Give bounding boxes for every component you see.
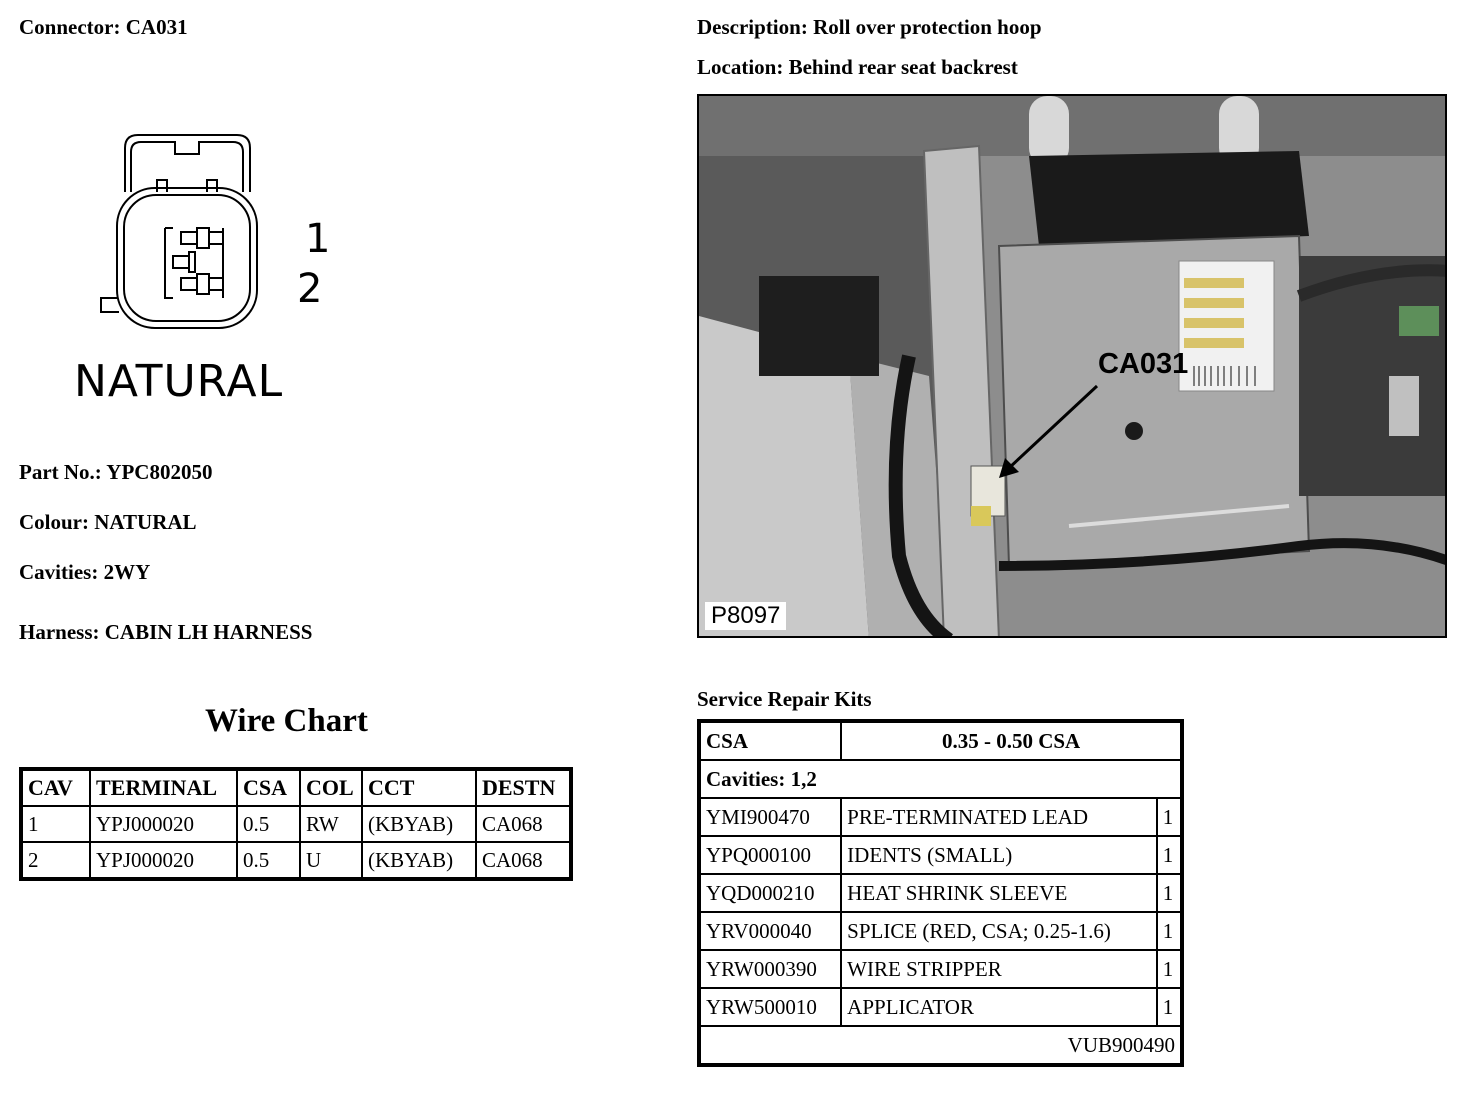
description-field: Description: Roll over protection hoop — [697, 15, 1042, 40]
kit-description: PRE-TERMINATED LEAD — [840, 797, 1158, 837]
kit-part-number: YRW500010 — [697, 987, 843, 1027]
cell-col: RW — [299, 805, 363, 843]
harness-value: CABIN LH HARNESS — [104, 620, 313, 644]
kit-part-number: YQD000210 — [697, 873, 843, 913]
cell-destn: CA068 — [475, 841, 572, 880]
kits-csa-row: CSA 0.35 - 0.50 CSA — [697, 720, 1183, 761]
header-cct: CCT — [361, 768, 477, 807]
kit-quantity: 1 — [1155, 873, 1184, 913]
kits-csa-label: CSA — [697, 720, 843, 761]
kit-quantity: 1 — [1155, 797, 1184, 837]
table-row: YQD000210 HEAT SHRINK SLEEVE 1 — [697, 873, 1184, 913]
table-row: YRV000040 SPLICE (RED, CSA; 0.25-1.6) 1 — [697, 911, 1184, 951]
connector-label: Connector: — [19, 15, 121, 39]
wire-chart-table: CAV TERMINAL CSA COL CCT DESTN 1 YPJ0000… — [19, 767, 573, 881]
cell-csa: 0.5 — [236, 805, 301, 843]
service-repair-kits-table: CSA 0.35 - 0.50 CSA Cavities: 1,2 YMI900… — [697, 719, 1184, 1067]
header-destn: DESTN — [475, 768, 572, 807]
colour-field: Colour: NATURAL — [19, 510, 197, 535]
location-photo: CA031 P8097 — [697, 94, 1447, 638]
description-label: Description: — [697, 15, 808, 39]
table-row: 1 YPJ000020 0.5 RW (KBYAB) CA068 — [20, 805, 572, 843]
harness-label: Harness: — [19, 620, 100, 644]
kit-quantity: 1 — [1155, 987, 1184, 1027]
service-repair-kits-title: Service Repair Kits — [697, 687, 872, 711]
cell-destn: CA068 — [475, 805, 572, 843]
header-terminal: TERMINAL — [89, 768, 238, 807]
colour-value: NATURAL — [94, 510, 197, 534]
cell-csa: 0.5 — [236, 841, 301, 880]
kit-number: VUB900490 — [698, 1025, 1183, 1066]
kits-cavities-row: Cavities: 1,2 — [698, 759, 1183, 799]
cell-cav: 2 — [20, 841, 91, 880]
cell-col: U — [299, 841, 363, 880]
location-value: Behind rear seat backrest — [788, 55, 1018, 79]
wire-chart-header-row: CAV TERMINAL CSA COL CCT DESTN — [20, 768, 572, 807]
wire-chart-title: Wire Chart — [205, 703, 368, 739]
cell-terminal: YPJ000020 — [89, 805, 238, 843]
pin-2-label: 2 — [297, 266, 322, 312]
table-row: YPQ000100 IDENTS (SMALL) 1 — [697, 835, 1184, 875]
cell-cct: (KBYAB) — [361, 805, 477, 843]
kit-quantity: 1 — [1155, 835, 1184, 875]
colour-label: Colour: — [19, 510, 89, 534]
kit-quantity: 1 — [1155, 949, 1184, 989]
cell-cav: 1 — [20, 805, 91, 843]
kit-description: APPLICATOR — [840, 987, 1158, 1027]
kits-csa-value: 0.35 - 0.50 CSA — [840, 720, 1183, 761]
location-label: Location: — [697, 55, 784, 79]
kit-part-number: YMI900470 — [697, 797, 843, 837]
kit-quantity: 1 — [1155, 911, 1184, 951]
cell-cct: (KBYAB) — [361, 841, 477, 880]
pin-1-label: 1 — [305, 216, 330, 262]
photo-code: P8097 — [705, 602, 787, 630]
kit-part-number: YRV000040 — [697, 911, 843, 951]
connector-colour-caption: NATURAL — [74, 356, 284, 407]
part-no-label: Part No.: — [19, 460, 102, 484]
photo-illustration — [699, 96, 1445, 636]
photo-callout-label: CA031 — [1098, 348, 1189, 380]
connector-field: Connector: CA031 — [19, 15, 188, 40]
header-cav: CAV — [20, 768, 91, 807]
cavities-field: Cavities: 2WY — [19, 560, 150, 585]
kit-description: HEAT SHRINK SLEEVE — [840, 873, 1158, 913]
connector-diagram: 1 2 — [100, 134, 330, 329]
header-csa: CSA — [236, 768, 301, 807]
description-value: Roll over protection hoop — [813, 15, 1042, 39]
cavities-label: Cavities: — [19, 560, 99, 584]
part-no-value: YPC802050 — [106, 460, 213, 484]
kit-description: IDENTS (SMALL) — [840, 835, 1158, 875]
kits-cavities: Cavities: 1,2 — [698, 759, 1183, 799]
kits-number-row: VUB900490 — [698, 1025, 1183, 1066]
connector-value: CA031 — [125, 15, 188, 39]
harness-field: Harness: CABIN LH HARNESS — [19, 620, 312, 645]
table-row: YRW000390 WIRE STRIPPER 1 — [697, 949, 1184, 989]
cell-terminal: YPJ000020 — [89, 841, 238, 880]
header-col: COL — [299, 768, 363, 807]
kit-part-number: YRW000390 — [697, 949, 843, 989]
table-row: YRW500010 APPLICATOR 1 — [697, 987, 1184, 1027]
kit-description: WIRE STRIPPER — [840, 949, 1158, 989]
kit-part-number: YPQ000100 — [697, 835, 843, 875]
location-field: Location: Behind rear seat backrest — [697, 55, 1018, 80]
cavities-value: 2WY — [103, 560, 151, 584]
table-row: 2 YPJ000020 0.5 U (KBYAB) CA068 — [20, 841, 572, 880]
table-row: YMI900470 PRE-TERMINATED LEAD 1 — [697, 797, 1184, 837]
kit-description: SPLICE (RED, CSA; 0.25-1.6) — [840, 911, 1158, 951]
part-no-field: Part No.: YPC802050 — [19, 460, 212, 485]
